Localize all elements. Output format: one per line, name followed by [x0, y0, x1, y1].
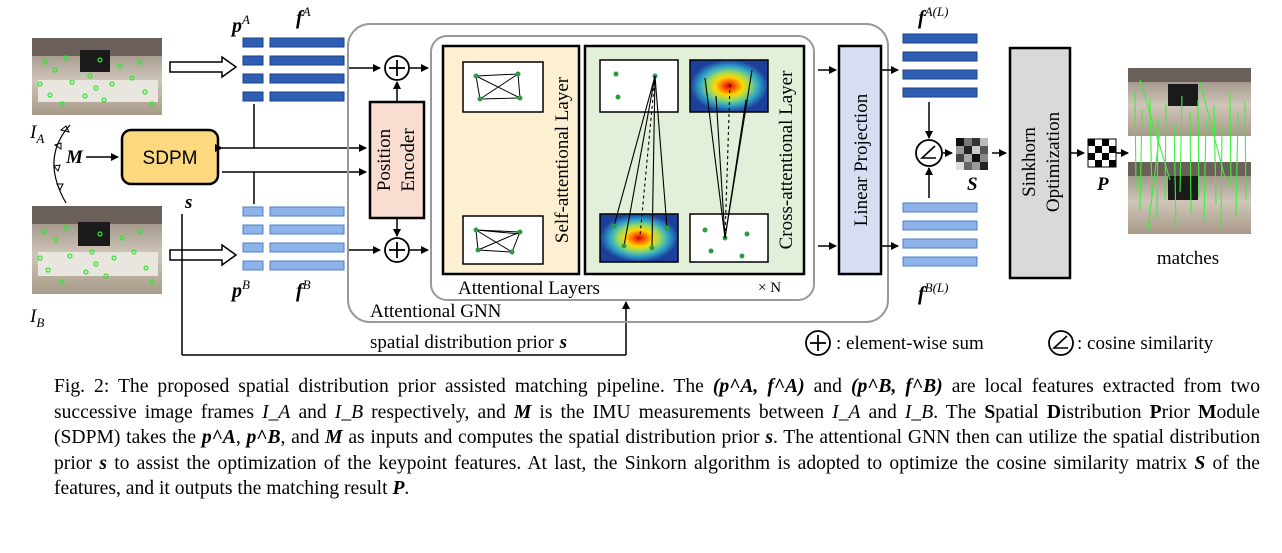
self-attention-graph-b [462, 215, 544, 265]
matching-matrix-p [1087, 138, 1117, 168]
pipeline-diagram: IA IB M SDPM s pA fA pB fB [29, 4, 1251, 356]
self-attention-label: Self-attentional Layer [552, 76, 573, 243]
attentional-layers-box [430, 35, 815, 301]
cosine-circle [915, 139, 943, 167]
times-n-label: × N [758, 280, 781, 296]
sum-circle-b [384, 237, 410, 263]
caption-pair-a: (p^A, f^A) [712, 376, 805, 397]
label-s-matrix: S [967, 174, 978, 195]
features-fb [269, 206, 345, 271]
cross-attention-bl [599, 213, 679, 263]
imu-trajectory [53, 124, 71, 204]
label-s-sdpm: s [184, 192, 192, 213]
features-fal [902, 33, 978, 98]
image-ib [32, 206, 162, 294]
sinkhorn-box [1008, 46, 1072, 280]
label-pb: pB [230, 277, 250, 302]
keypoints-pb [242, 206, 264, 271]
legend-cos-icon [1048, 330, 1074, 356]
figure-caption: Fig. 2: The proposed spatial distributio… [54, 376, 1260, 499]
image-ia [32, 38, 162, 115]
image-a-arrow [169, 55, 238, 79]
sdpm-box [120, 128, 220, 186]
linear-projection-label: Linear Projection [851, 93, 872, 226]
label-fbl: fB(L) [918, 280, 949, 305]
caption-pair-b: (p^B, f^B) [850, 376, 943, 397]
label-fal: fA(L) [918, 4, 949, 29]
image-b-arrow [169, 243, 238, 267]
attentional-gnn-box [347, 23, 889, 323]
legend-sum-label: : element-wise sum [836, 333, 984, 354]
label-fa: fA [296, 4, 311, 29]
features-fa [269, 37, 345, 102]
cross-attention-tl [599, 59, 679, 113]
sdpm-label: SDPM [143, 148, 198, 169]
label-ib: IB [29, 306, 44, 330]
attentional-gnn-label: Attentional GNN [370, 301, 502, 322]
self-attention-graph-a [462, 61, 544, 113]
matches-image [1128, 68, 1251, 234]
label-fb: fB [296, 277, 311, 302]
label-p-matrix: P [1096, 174, 1109, 195]
label-m: M [65, 147, 84, 168]
sum-circle-a [384, 55, 410, 81]
similarity-matrix-s [956, 138, 988, 170]
features-fbl [902, 202, 978, 267]
matches-label: matches [1157, 248, 1219, 269]
caption-fig-label: Fig. 2: [54, 376, 110, 397]
linear-projection-box [837, 44, 883, 276]
label-pa: pA [230, 12, 250, 37]
keypoints-pa [242, 37, 264, 102]
label-ia: IA [29, 122, 44, 146]
attentional-layers-label: Attentional Layers [458, 278, 600, 299]
legend-sum-icon [805, 330, 831, 356]
legend-cos-label: : cosine similarity [1077, 333, 1214, 354]
cross-attention-br [689, 213, 769, 263]
cross-attention-label: Cross-attentional Layer [776, 70, 797, 250]
